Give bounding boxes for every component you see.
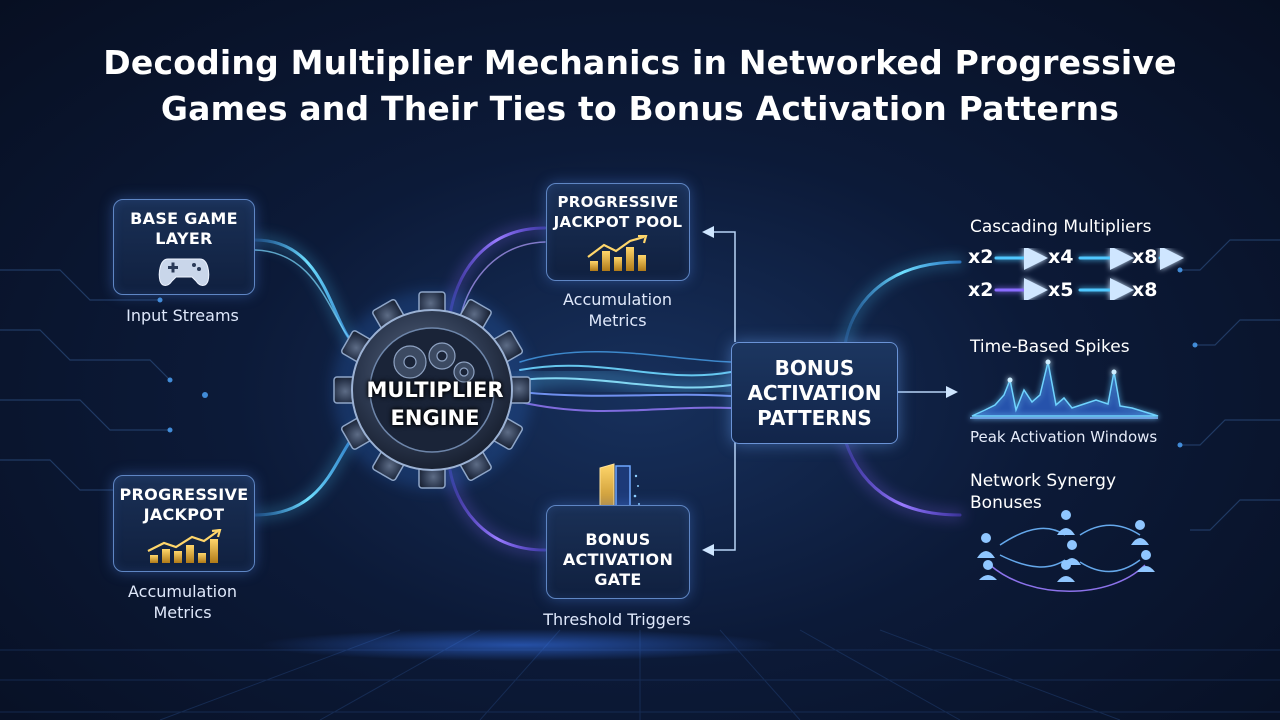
progressive-caption: Accumulation Metrics	[100, 581, 265, 623]
card-title-line-2: ACTIVATION	[562, 550, 674, 569]
base-game-layer-card: BASE GAME LAYER	[113, 199, 255, 295]
multiplier-value: x8	[1132, 246, 1158, 268]
multiplier-value: x5	[1048, 279, 1074, 301]
synergy-label: Network Synergy Bonuses	[970, 470, 1116, 514]
caption-line-1: Accumulation	[562, 290, 673, 309]
connector-lines	[702, 226, 958, 556]
card-title-line-1: PROGRESSIVE	[119, 485, 249, 504]
bonus-activation-gate-card: BONUS ACTIVATION GATE	[546, 505, 690, 599]
floor-glow	[260, 629, 780, 661]
card-title-line-2: ACTIVATION	[747, 381, 882, 405]
card-title-line-1: BASE GAME	[130, 209, 238, 228]
gate-caption: Threshold Triggers	[543, 610, 691, 629]
bonus-activation-patterns-card: BONUS ACTIVATION PATTERNS	[731, 342, 898, 444]
title-line-2: Games and Their Ties to Bonus Activation…	[160, 89, 1120, 128]
card-title-line-3: PATTERNS	[757, 406, 872, 430]
cascade-arrows	[994, 246, 1184, 302]
spikes-caption: Peak Activation Windows	[970, 428, 1158, 446]
card-title-line-1: BONUS	[585, 530, 651, 549]
bar-chart-growth-icon	[147, 529, 222, 563]
jackpot-pool-caption: Accumulation Metrics	[535, 289, 700, 331]
card-title-line-3: GATE	[594, 570, 642, 589]
spikes-label: Time-Based Spikes	[970, 337, 1130, 357]
card-title-line-1: PROGRESSIVE	[557, 193, 679, 211]
circuit-traces	[0, 239, 1280, 531]
multiplier-value: x4	[1048, 246, 1074, 268]
card-title-line-1: BONUS	[774, 356, 855, 380]
engine-line-2: ENGINE	[390, 406, 480, 430]
progressive-jackpot-pool-card: PROGRESSIVE JACKPOT POOL	[546, 183, 690, 281]
progressive-jackpot-card: PROGRESSIVE JACKPOT	[113, 475, 255, 572]
base-layer-caption: Input Streams	[126, 306, 239, 325]
multiplier-value: x8	[1132, 279, 1158, 301]
engine-line-1: MULTIPLIER	[366, 378, 504, 402]
gamepad-icon	[158, 258, 210, 286]
synergy-line-2: Bonuses	[970, 493, 1042, 513]
multiplier-value: x2	[968, 279, 994, 301]
gear-icon	[332, 290, 532, 490]
people-network-icon	[977, 510, 1155, 592]
card-title-line-2: JACKPOT	[143, 505, 225, 524]
title-line-1: Decoding Multiplier Mechanics in Network…	[103, 43, 1177, 82]
caption-line-2: Metrics	[588, 311, 647, 330]
synergy-line-1: Network Synergy	[970, 471, 1117, 491]
card-title-line-2: LAYER	[155, 229, 213, 248]
cascading-label: Cascading Multipliers	[970, 217, 1152, 237]
caption-line-1: Accumulation	[127, 582, 238, 601]
bar-chart-growth-icon	[587, 235, 648, 271]
page-title: Decoding Multiplier Mechanics in Network…	[0, 40, 1280, 132]
multiplier-value: x2	[968, 246, 994, 268]
spike-chart-icon	[970, 359, 1159, 419]
multiplier-engine-label: MULTIPLIER ENGINE	[345, 376, 525, 432]
caption-line-2: Metrics	[153, 603, 212, 622]
card-title-line-2: JACKPOT POOL	[553, 213, 683, 231]
